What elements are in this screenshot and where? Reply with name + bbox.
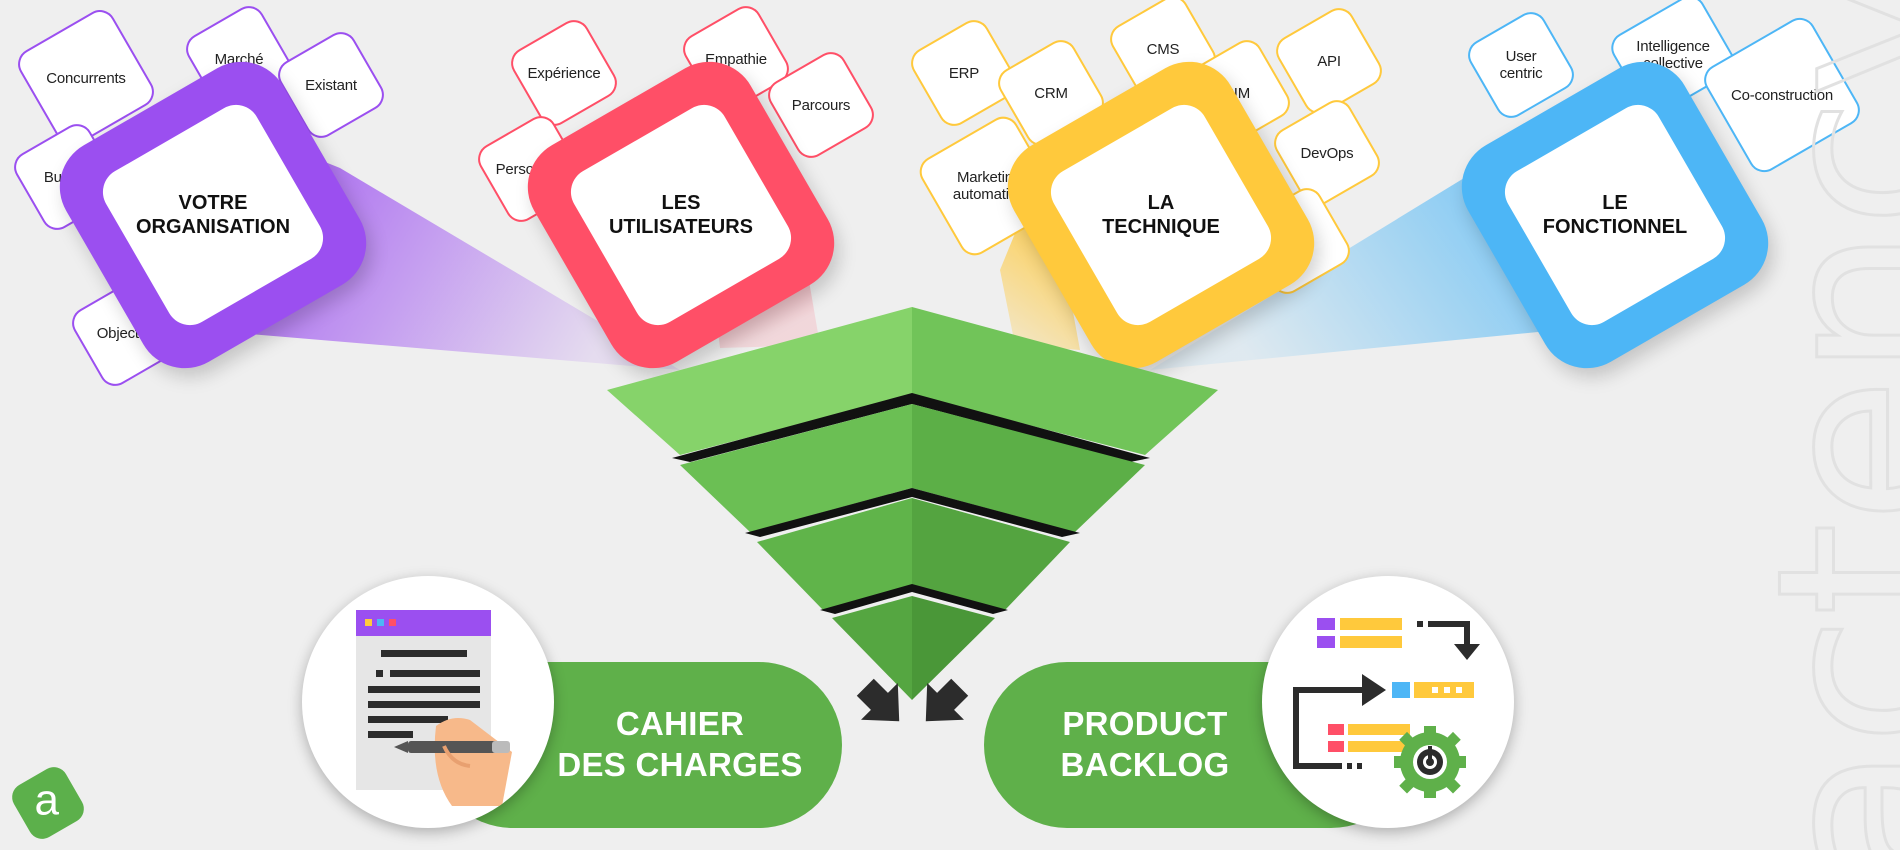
tag-concurrents: Concurrents bbox=[12, 4, 160, 152]
tag-user-centric: User centric bbox=[1462, 6, 1580, 124]
tag-parcours: Parcours bbox=[762, 46, 880, 164]
funnel-layer-2-right bbox=[912, 404, 1145, 532]
tag-co-construction: Co-construction bbox=[1698, 12, 1866, 178]
tag-devops: DevOps bbox=[1268, 94, 1386, 212]
brand-watermark: actency bbox=[1724, 0, 1900, 850]
funnel-shadow-2 bbox=[745, 488, 1080, 537]
funnel-shadow-3 bbox=[820, 584, 1008, 614]
fonctionnel-title: LE FONCTIONNEL bbox=[1542, 192, 1688, 238]
funnel-layer-3 bbox=[757, 498, 912, 610]
tag-cms: CMS bbox=[1104, 0, 1222, 108]
technique-block: LA TECHNIQUE bbox=[990, 44, 1332, 386]
funnel-layer-1-right bbox=[912, 307, 1218, 455]
tag-experience: Expérience bbox=[505, 14, 623, 132]
funnel-layer-4 bbox=[832, 596, 912, 700]
tag-label: User centric bbox=[1499, 48, 1543, 82]
tag-api: API bbox=[1270, 2, 1388, 120]
tag-label: DevOps bbox=[1300, 144, 1354, 162]
tag-label: Parcours bbox=[791, 96, 851, 114]
tag-label: Co-construction bbox=[1730, 86, 1834, 104]
fonctionnel-block: LE FONCTIONNEL bbox=[1444, 44, 1786, 386]
technique-title: LA TECHNIQUE bbox=[1102, 192, 1220, 238]
funnel-layer-2 bbox=[680, 404, 912, 532]
tag-label: Existant bbox=[305, 76, 357, 94]
funnel-layer-4-right bbox=[912, 596, 995, 700]
document-signing-icon bbox=[302, 576, 554, 828]
product-backlog-label: PRODUCT BACKLOG bbox=[1060, 705, 1230, 783]
funnel-layer-1 bbox=[607, 307, 912, 455]
tag-crm: CRM bbox=[992, 34, 1110, 152]
tag-label: Concurrents bbox=[46, 69, 126, 87]
arrow-down-left-icon bbox=[856, 678, 900, 722]
tag-label: API bbox=[1317, 52, 1341, 70]
organisation-title: VOTRE ORGANISATION bbox=[135, 192, 291, 238]
utilisateurs-block: LES UTILISATEURS bbox=[510, 44, 852, 386]
utilisateurs-title: LES UTILISATEURS bbox=[608, 192, 754, 238]
tag-label: ERP bbox=[948, 64, 980, 82]
tag-erp: ERP bbox=[905, 14, 1023, 132]
tag-label: CRM bbox=[1034, 84, 1068, 102]
tag-existant: Existant bbox=[272, 26, 390, 144]
funnel-layer-3-right bbox=[912, 498, 1070, 610]
tag-label: CMS bbox=[1146, 40, 1180, 58]
backlog-process-icon bbox=[1262, 576, 1514, 828]
organisation-block: VOTRE ORGANISATION bbox=[42, 44, 384, 386]
cahier-des-charges-label: CAHIER DES CHARGES bbox=[557, 705, 803, 783]
arrow-down-right-icon bbox=[925, 678, 969, 722]
tag-label: Expérience bbox=[527, 64, 601, 82]
